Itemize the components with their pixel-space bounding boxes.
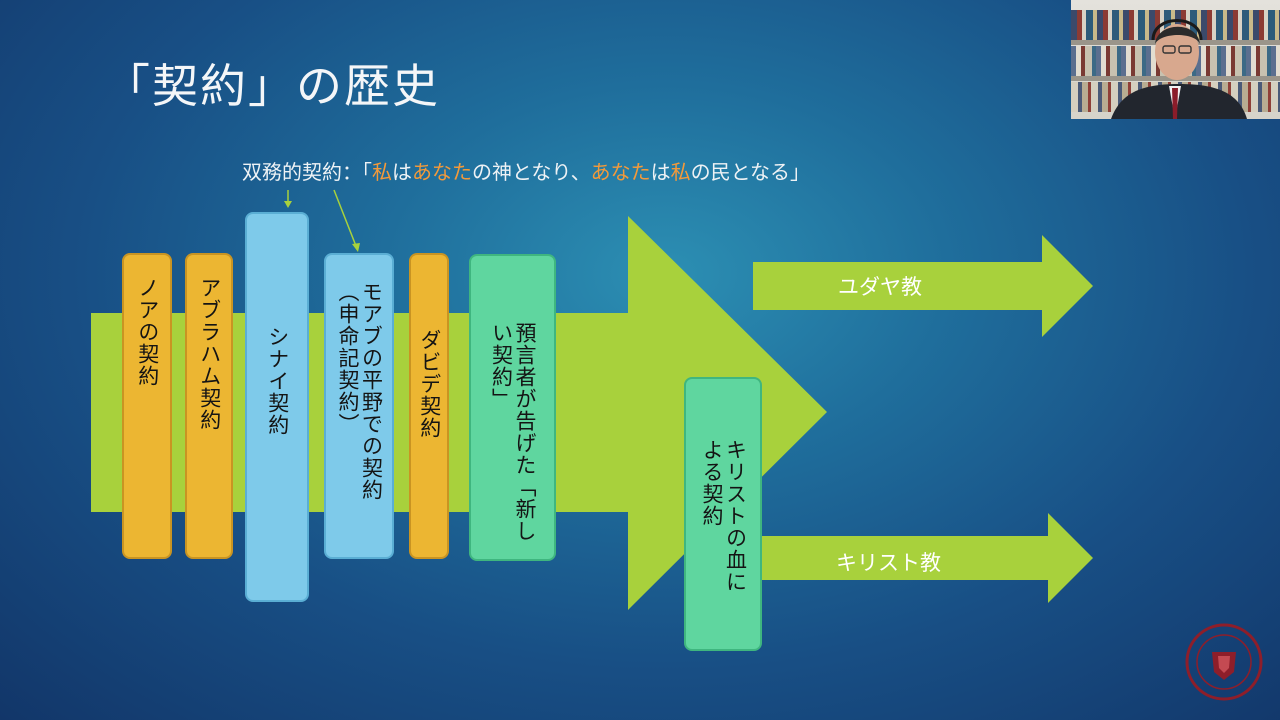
caption-suffix: の民となる」 [690,160,811,184]
caption-part: の神となり、 [472,160,591,184]
caption-word-anata: あなた [590,160,651,184]
covenant-box-christ-blood: キリストの血に よる契約 [684,377,762,651]
covenant-label: アブラハム契約 [197,277,222,431]
caption-prefix: 双務的契約：「 [242,160,372,184]
presenter-silhouette [1111,19,1247,119]
covenant-box-new-covenant: 預言者が告げた「新し い契約」 [469,254,556,561]
university-seal-icon [1185,623,1263,701]
covenant-label: ノアの契約 [135,277,160,387]
caption-word-anata: あなた [412,160,472,184]
covenant-label: モアブの平野での契約 （申命記契約） [336,281,384,501]
slide-title: 「契約」の歴史 [104,59,440,113]
covenant-box-sinai: シナイ契約 [245,212,309,602]
judaism-label: ユダヤ教 [838,275,922,299]
covenant-label: 預言者が告げた「新し い契約」 [489,322,538,542]
covenant-label: ダビデ契約 [417,329,442,439]
covenant-box-abraham: アブラハム契約 [185,253,233,559]
covenant-box-noah: ノアの契約 [122,253,172,559]
caption-part: は [392,160,412,184]
caption-word-watashi: 私 [372,160,392,184]
covenant-box-david: ダビデ契約 [409,253,449,559]
covenant-label: シナイ契約 [265,326,290,436]
covenant-box-moab: モアブの平野での契約 （申命記契約） [324,253,394,559]
covenant-label: キリストの血に よる契約 [700,439,748,593]
bilateral-covenant-caption: 双務的契約：「私はあなたの神となり、あなたは私の民となる」 [242,156,810,185]
caption-word-watashi: 私 [670,160,691,184]
presenter-webcam [1071,0,1280,119]
christianity-label: キリスト教 [836,551,941,575]
caption-part: は [650,160,671,184]
